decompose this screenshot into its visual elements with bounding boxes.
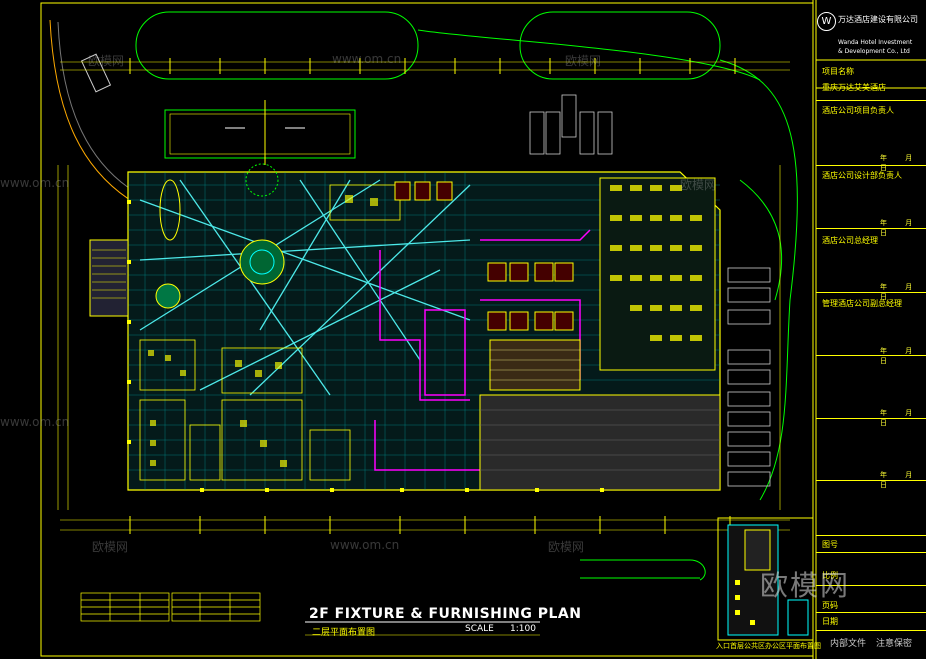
watermark-url: www.om.cn: [0, 176, 70, 190]
date-mark: 年 月 日: [880, 219, 921, 237]
company-name-en-line2: & Development Co., Ltd: [838, 48, 910, 55]
role-project-lead: 酒店公司项目负责人: [822, 106, 894, 115]
tb-divider: [816, 292, 926, 293]
tb-divider: [816, 612, 926, 613]
role-design-lead: 酒店公司设计部负责人: [822, 171, 902, 180]
inset-caption: 入口首层公共区办公区平面布置图: [716, 642, 821, 650]
watermark-big: 欧模网: [760, 569, 851, 602]
tb-divider: [816, 535, 926, 536]
date-mark: 年 月 日: [880, 409, 921, 427]
date-mark: 年 月 日: [880, 471, 921, 489]
watermark-brand: 欧模网: [565, 54, 602, 68]
tb-divider: [816, 418, 926, 419]
date-field: 日期: [822, 617, 838, 626]
watermark-brand: 欧模网: [548, 540, 585, 554]
watermark-brand: 欧模网: [92, 540, 129, 554]
tb-divider: [816, 480, 926, 481]
watermark-url: www.om.cn: [332, 52, 402, 66]
company-name-en: Wanda Hotel Investment & Development Co.…: [838, 38, 926, 56]
tb-divider: [816, 100, 926, 101]
internal-doc-label: 内部文件: [830, 639, 867, 649]
watermark-url: www.om.cn: [330, 538, 400, 552]
project-label: 项目名称: [822, 67, 854, 76]
drawing-subtitle: 二层平面布置图: [312, 628, 376, 638]
watermark-brand: 欧模网: [88, 54, 125, 68]
date-mark: 年 月 日: [880, 347, 921, 365]
tb-divider: [816, 355, 926, 356]
role-general-manager: 酒店公司总经理: [822, 236, 878, 245]
scale-value: 1:100: [510, 624, 536, 634]
tb-divider: [816, 630, 926, 631]
watermark-brand: 欧模网: [680, 178, 717, 192]
company-name-cn: 万达酒店建设有限公司: [838, 15, 918, 24]
tb-divider: [816, 552, 926, 553]
watermark-url: www.om.cn: [0, 415, 70, 429]
role-deputy-gm: 管理酒店公司副总经理: [822, 299, 902, 308]
date-mark: 年 月 日: [880, 154, 921, 172]
date-mark: 年 月 日: [880, 283, 921, 301]
scale-label: SCALE: [465, 624, 494, 634]
drawing-title: 2F FIXTURE & FURNISHING PLAN: [309, 606, 582, 622]
drawing-number-field: 图号: [822, 540, 838, 549]
scale-field: 比例: [822, 571, 838, 580]
company-logo-icon: W: [817, 12, 836, 31]
confidential-label: 注意保密: [876, 639, 913, 649]
tb-divider: [816, 585, 926, 586]
tb-divider: [816, 228, 926, 229]
page-field: 页码: [822, 601, 838, 610]
project-name: 重庆万达艾美酒店: [822, 83, 886, 92]
tb-divider: [816, 165, 926, 166]
company-name-en-line1: Wanda Hotel Investment: [838, 39, 913, 46]
